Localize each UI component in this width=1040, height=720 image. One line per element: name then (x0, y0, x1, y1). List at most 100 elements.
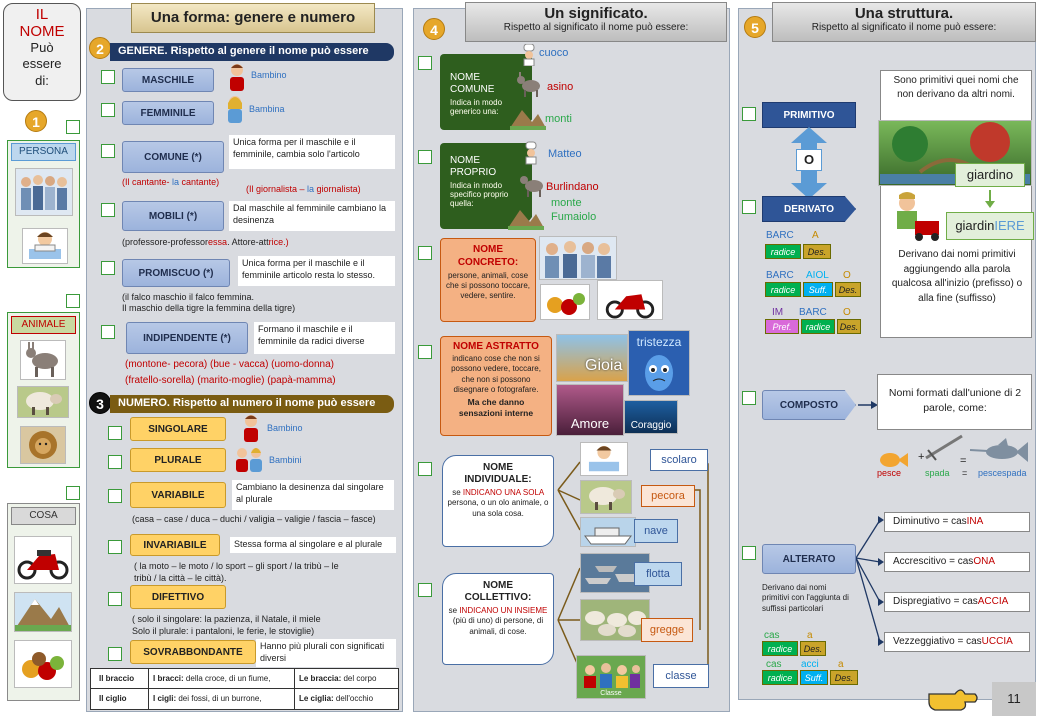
struttura-title: Una struttura. (854, 5, 954, 22)
sovrabbondante-button[interactable]: SOVRABBONDANTE (130, 640, 256, 664)
indipendente-button[interactable]: INDIPENDENTE (*) (126, 322, 248, 354)
ship-image (580, 517, 636, 547)
persona-label: PERSONA (11, 143, 76, 161)
bambina-label: Bambina (249, 104, 285, 114)
nome-individuale-desc: se INDICANO UNA SOLA persona, o un olo a… (447, 488, 549, 518)
checkbox-individuale[interactable] (418, 462, 432, 476)
invariabile-button[interactable]: INVARIABILE (130, 534, 220, 556)
checkbox-derivato[interactable] (742, 200, 756, 214)
table-row: Il ciglio I cigli: dei fossi, di un burr… (91, 689, 398, 709)
invariabile-example-2: tribù / la città – le città). (134, 573, 227, 583)
checkbox-femminile[interactable] (101, 103, 115, 117)
cas-label-1: cas (764, 630, 780, 641)
significato-title: Un significato. (544, 5, 648, 22)
donkey-image (20, 340, 66, 380)
checkbox-sovrabbondante[interactable] (108, 647, 122, 661)
checkbox-collettivo[interactable] (418, 583, 432, 597)
pref-piece-3: Pref. (765, 319, 799, 334)
variabile-button[interactable]: VARIABILE (130, 482, 226, 508)
checkbox-cosa[interactable] (66, 486, 80, 500)
femminile-button[interactable]: FEMMINILE (122, 101, 214, 125)
motorbike-image-2 (597, 280, 663, 320)
indipendente-example-2: (fratello-sorella) (marito-moglie) (papà… (125, 375, 336, 386)
nome-concreto-box: NOME CONCRETO: persone, animali, cose ch… (440, 238, 536, 322)
cook-icon (523, 44, 535, 66)
radice-piece-3: radice (801, 319, 835, 334)
comune-example-2: (Il giornalista – la giornalista) (246, 184, 361, 194)
o-label-2: O (843, 270, 851, 281)
difettivo-example-2: Solo il plurale: i pantaloni, le ferie, … (132, 626, 315, 636)
forma-header: Una forma: genere e numero (131, 3, 375, 33)
indipendente-example-1: (montone- pecora) (bue - vacca) (uomo-do… (125, 359, 334, 370)
class-image: Classe (576, 655, 646, 699)
checkbox-comune-nome[interactable] (418, 56, 432, 70)
des-piece-3: Des. (837, 319, 861, 334)
checkbox-animale[interactable] (66, 294, 80, 308)
sheep-image-2 (580, 480, 632, 514)
checkbox-primitivo[interactable] (742, 107, 756, 121)
checkbox-variabile[interactable] (108, 489, 122, 503)
mobili-example: (professore-professoressa. Attore-attric… (122, 237, 289, 247)
checkbox-indipendente[interactable] (101, 325, 115, 339)
plurale-button[interactable]: PLURALE (130, 448, 226, 472)
checkbox-promiscuo[interactable] (101, 261, 115, 275)
step-1-badge: 1 (25, 110, 47, 132)
singolare-button[interactable]: SINGOLARE (130, 417, 226, 441)
checkbox-plurale[interactable] (108, 455, 122, 469)
radice-piece-1: radice (765, 244, 801, 259)
a-label-5: a (838, 659, 844, 670)
composto-button[interactable]: COMPOSTO (762, 390, 856, 420)
swordfish-icon (969, 438, 1028, 462)
derivato-button[interactable]: DERIVATO (762, 196, 856, 222)
nome-comune-title: NOME COMUNE (450, 72, 495, 95)
o-label-3: O (843, 307, 851, 318)
checkbox-proprio[interactable] (418, 150, 432, 164)
comune-example-1: (Il cantante- la cantante) (122, 177, 220, 187)
promiscuo-button[interactable]: PROMISCUO (*) (122, 259, 230, 287)
matteo-label: Matteo (548, 148, 582, 160)
amore-label: Amore (570, 416, 610, 431)
nome-proprio-desc: Indica in modo specifico proprio quella: (450, 181, 509, 209)
monti-label: monti (545, 113, 572, 125)
checkbox-singolare[interactable] (108, 426, 122, 440)
invariabile-example-1: ( la moto – le moto / lo sport – gli spo… (134, 561, 339, 571)
title-line-2: NOME (19, 23, 65, 40)
checkbox-persona[interactable] (66, 120, 80, 134)
suff-piece-2: Suff. (803, 282, 833, 297)
comune-button[interactable]: COMUNE (*) (122, 141, 224, 173)
pointing-hand-icon[interactable] (925, 684, 979, 714)
gioia-label: Gioia (585, 357, 623, 374)
step-5-badge: 5 (744, 16, 766, 38)
maschile-button[interactable]: MASCHILE (122, 68, 214, 92)
checkbox-composto[interactable] (742, 391, 756, 405)
mobili-button[interactable]: MOBILI (*) (122, 201, 224, 231)
composto-description: Nomi formati dall'unione di 2 parole, co… (888, 387, 1022, 414)
cook-icon-2 (525, 141, 537, 165)
nome-astratto-bold: Ma che danno sensazioni interne (458, 396, 534, 418)
right-arrow-icon (858, 401, 878, 409)
alterato-button[interactable]: ALTERATO (762, 544, 856, 574)
nome-astratto-title: NOME ASTRATTO (453, 341, 539, 352)
sovrabbondante-description: Hanno più plurali con significati divers… (256, 639, 396, 667)
checkbox-astratto[interactable] (418, 345, 432, 359)
checkbox-comune[interactable] (101, 144, 115, 158)
checkbox-invariabile[interactable] (108, 540, 122, 554)
checkbox-maschile[interactable] (101, 70, 115, 84)
difettivo-button[interactable]: DIFETTIVO (130, 585, 226, 609)
cas-label-2: cas (766, 659, 782, 670)
accrescitivo-box: Accrescitivo = casONA (884, 552, 1030, 572)
checkbox-mobili[interactable] (101, 203, 115, 217)
checkbox-concreto[interactable] (418, 246, 432, 260)
checkbox-difettivo[interactable] (108, 592, 122, 606)
equals-label: = (960, 455, 967, 467)
fruit-image-2 (540, 284, 590, 320)
pescespada-label: pescespada (978, 468, 1027, 478)
primitivo-button[interactable]: PRIMITIVO (762, 102, 856, 128)
promiscuo-example-2: Il maschio della tigre la femmina della … (122, 303, 296, 313)
gardener-image (882, 190, 944, 244)
nome-astratto-desc: indicano cose che non si possono vedere,… (451, 354, 541, 395)
barc-label-3: BARC (799, 307, 827, 318)
composto-info-box (877, 374, 1032, 430)
checkbox-alterato[interactable] (742, 546, 756, 560)
animale-label: ANIMALE (11, 316, 76, 334)
